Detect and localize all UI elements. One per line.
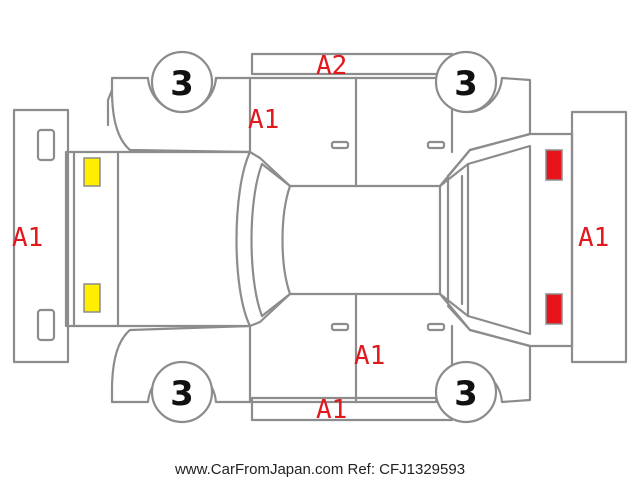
footer-reference: www.CarFromJapan.com Ref: CFJ1329593	[174, 461, 465, 478]
damage-mark-right-bumper: A1	[578, 223, 609, 253]
wheel-rear-right: 3	[434, 360, 498, 424]
car-body-outline	[64, 52, 574, 422]
left-bumper	[12, 108, 70, 364]
damage-mark-top-door: A1	[248, 105, 279, 135]
headlight-left-top	[83, 157, 101, 187]
damage-mark-top-sill: A2	[316, 51, 347, 81]
damage-mark-left-bumper: A1	[12, 223, 43, 253]
wheel-grade-rear-left: 3	[170, 374, 194, 414]
wheel-rear-left: 3	[150, 360, 214, 424]
taillight-right-top	[545, 149, 563, 181]
damage-mark-bottom-sill: A1	[316, 395, 347, 425]
wheel-front-right: 3	[434, 50, 498, 114]
headlight-left-bottom	[83, 283, 101, 313]
damage-mark-bottom-door: A1	[354, 341, 385, 371]
taillight-right-bottom	[545, 293, 563, 325]
wheel-grade-front-left: 3	[170, 64, 194, 104]
wheel-front-left: 3	[150, 50, 214, 114]
wheel-grade-front-right: 3	[454, 64, 478, 104]
wheel-grade-rear-right: 3	[454, 374, 478, 414]
